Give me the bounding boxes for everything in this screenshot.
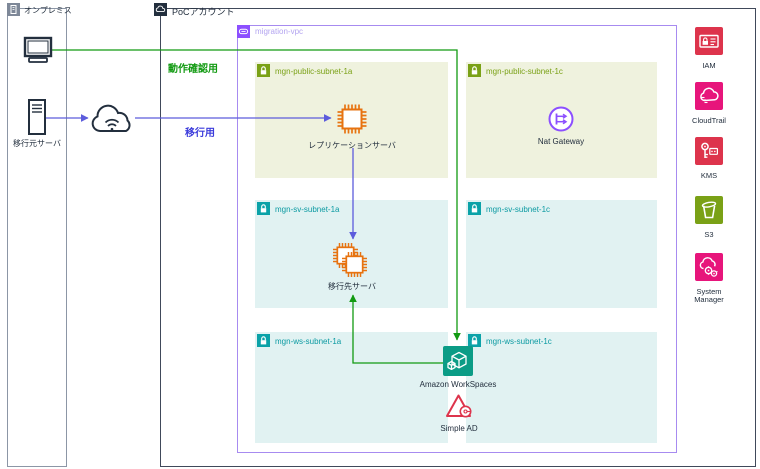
poc-account-title: PoCアカウント (172, 7, 235, 17)
client-pc-icon[interactable] (23, 36, 53, 69)
subnet-lock-icon (468, 64, 481, 77)
subnet-label: mgn-ws-subnet-1a (275, 337, 342, 346)
s3-icon (695, 196, 723, 224)
service-label: CloudTrail (692, 116, 726, 125)
subnet-lock-icon (257, 202, 270, 215)
service-iam[interactable]: IAM (681, 27, 737, 70)
system-manager-icon (695, 253, 723, 281)
subnet-lock-icon (257, 334, 270, 347)
vpc-icon (237, 25, 250, 38)
onprem-datacenter-icon (7, 3, 20, 16)
kms-icon (695, 137, 723, 165)
subnet-label: mgn-sv-subnet-1a (275, 205, 340, 214)
subnet-mgn-sv-1c[interactable]: mgn-sv-subnet-1c (466, 200, 657, 308)
nat-gateway-icon[interactable] (547, 105, 575, 138)
workspaces-icon[interactable] (443, 346, 473, 381)
source-server-icon[interactable] (27, 98, 47, 141)
target-server-label: 移行先サーバ (328, 282, 376, 291)
subnet-label: mgn-sv-subnet-1c (486, 205, 551, 214)
target-server-icon[interactable] (330, 240, 370, 285)
workspaces-label: Amazon WorkSpaces (419, 380, 497, 389)
service-label: IAM (702, 61, 716, 70)
service-label: S3 (704, 230, 714, 239)
simple-ad-label: Simple AD (440, 424, 478, 433)
subnet-label: mgn-public-subnet-1c (486, 67, 563, 76)
service-label: KMS (700, 171, 718, 180)
subnet-lock-icon (257, 64, 270, 77)
onprem-group-box[interactable] (7, 8, 67, 467)
subnet-mgn-ws-1c[interactable]: mgn-ws-subnet-1c (466, 332, 657, 443)
vpc-title: migration-vpc (255, 27, 304, 36)
iam-icon (695, 27, 723, 55)
nat-gateway-label: Nat Gateway (537, 137, 585, 146)
subnet-label: mgn-ws-subnet-1c (486, 337, 552, 346)
replication-server-label: レプリケーションサーバ (308, 141, 396, 150)
internet-cloud-icon[interactable] (90, 100, 136, 143)
service-system-manager[interactable]: System Manager (681, 253, 737, 305)
service-kms[interactable]: KMS (681, 137, 737, 180)
subnet-label: mgn-public-subnet-1a (275, 67, 353, 76)
flow-label-migration: 移行用 (185, 128, 215, 139)
service-cloudtrail[interactable]: CloudTrail (681, 82, 737, 125)
aws-account-icon (154, 3, 167, 16)
onprem-group-title: オンプレミス (24, 6, 72, 15)
service-s3[interactable]: S3 (681, 196, 737, 239)
replication-server-icon[interactable] (333, 100, 371, 143)
flow-label-verification: 動作確認用 (168, 64, 218, 75)
source-server-label: 移行元サーバ (13, 139, 61, 148)
subnet-lock-icon (468, 202, 481, 215)
cloudtrail-icon (695, 82, 723, 110)
service-label: System Manager (694, 287, 724, 305)
simple-ad-icon[interactable] (441, 392, 475, 427)
